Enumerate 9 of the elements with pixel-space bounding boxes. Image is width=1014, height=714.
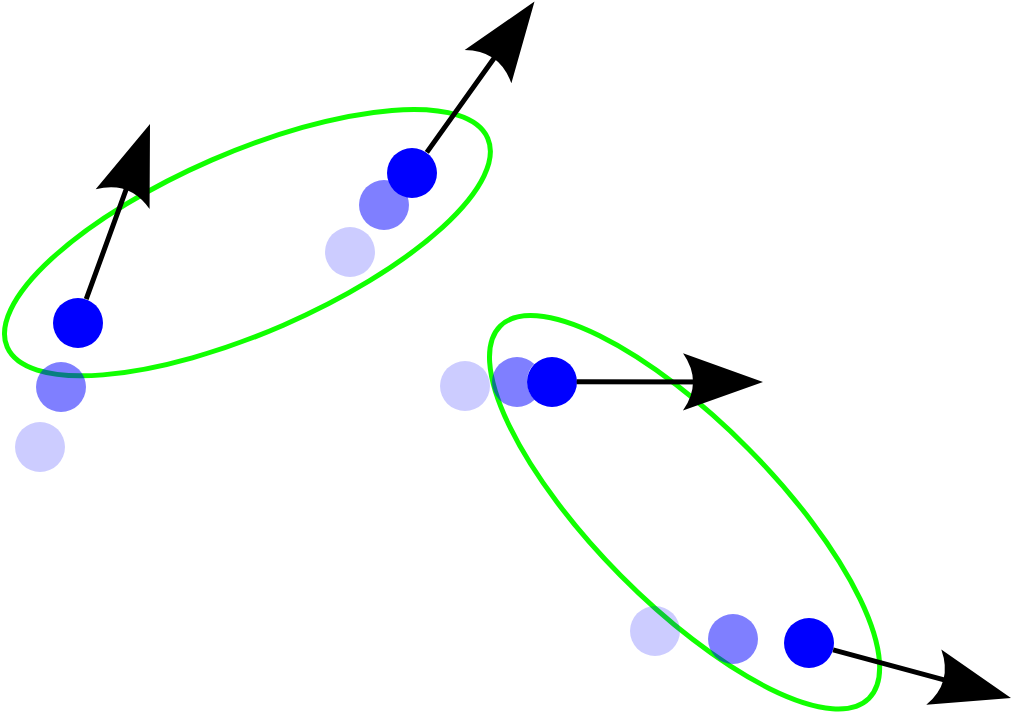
particle-dot: [784, 618, 834, 669]
trail-dot: [630, 605, 680, 656]
trail-dot: [440, 360, 490, 411]
cluster-ellipse: [485, 311, 884, 713]
trail-dot: [35, 361, 86, 412]
trail-dot: [325, 227, 375, 277]
particle-dot: [387, 147, 438, 198]
particle-dot: [526, 356, 577, 407]
cluster-ellipse: [0, 105, 494, 380]
